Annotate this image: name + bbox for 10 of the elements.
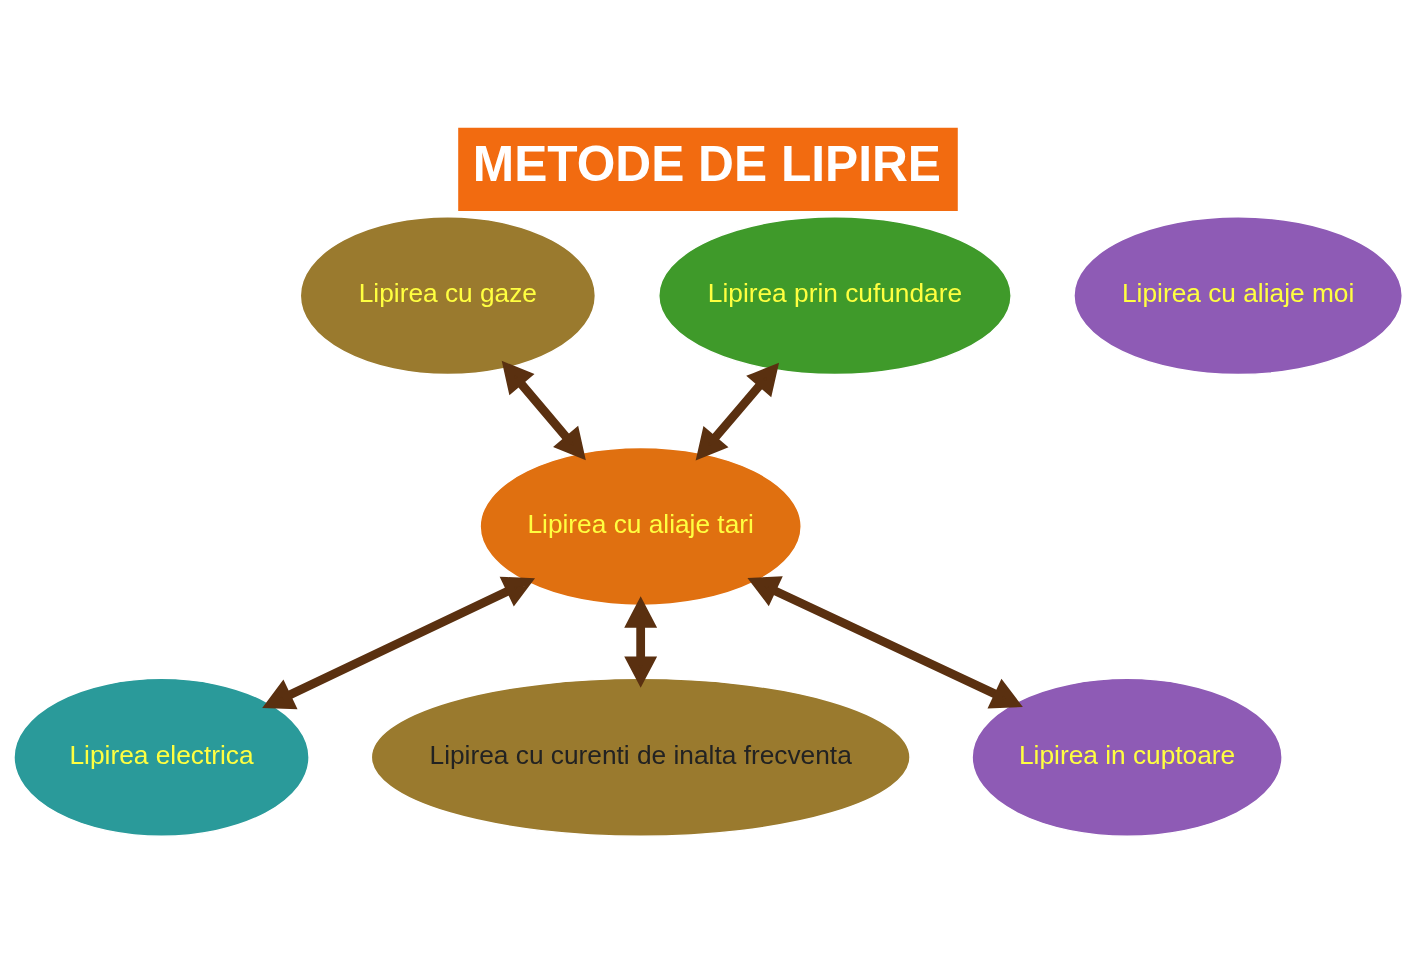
arrow [262, 576, 535, 710]
node-ellipse: Lipirea cu gaze [299, 216, 597, 376]
arrow [501, 360, 586, 461]
diagram-title: METODE DE LIPIRE [472, 136, 941, 193]
node-ellipse: Lipirea cu aliaje moi [1073, 216, 1403, 376]
node-ellipse: Lipirea cu curenti de inalta frecventa [370, 677, 911, 837]
arrow [747, 576, 1023, 709]
node-ellipse: Lipirea prin cufundare [658, 216, 1012, 376]
arrow [624, 596, 658, 688]
arrow [695, 362, 780, 461]
